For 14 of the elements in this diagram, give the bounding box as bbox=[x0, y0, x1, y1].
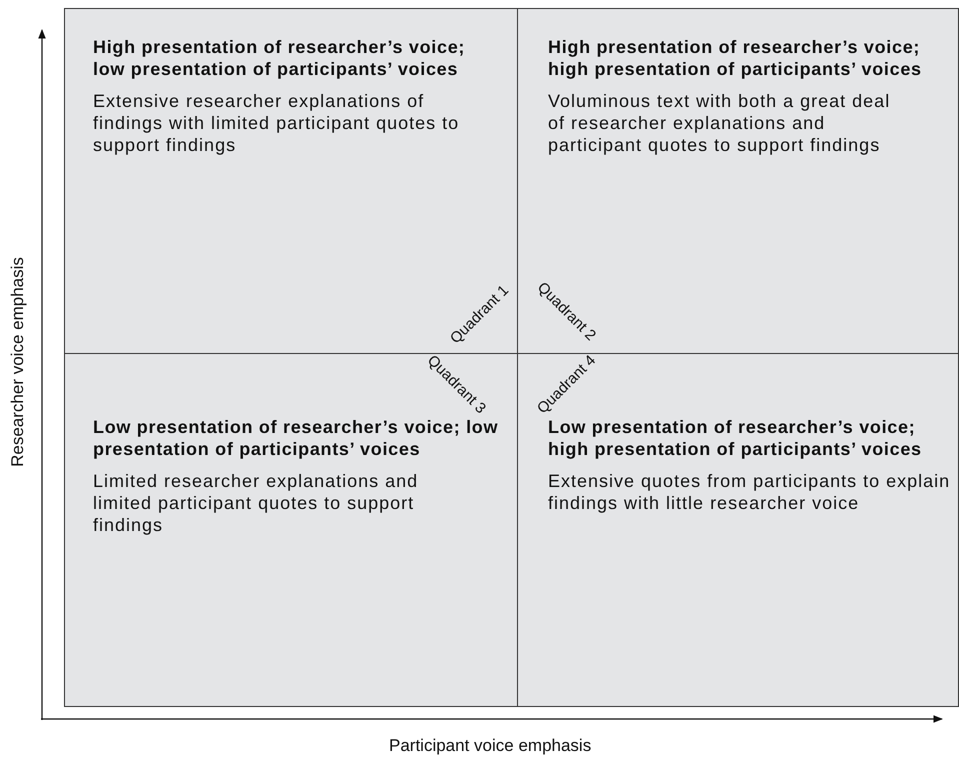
axis-label: Researcher voice emphasis bbox=[8, 257, 28, 467]
quadrant-heading: High presentation of researcher’s voice; low presentation of participants’ voices bbox=[93, 36, 466, 80]
quadrant-description: Limited researcher explanations and limited participant quotes to support findings bbox=[93, 470, 420, 536]
quadrant-description: Voluminous text with both a great deal of researcher explanations and participant quotes to support findings bbox=[548, 90, 892, 156]
axis-label: Participant voice emphasis bbox=[389, 736, 592, 756]
quadrant-panel bbox=[64, 8, 518, 354]
quadrant-description: Extensive quotes from participants to explain findings with little researcher voice bbox=[548, 470, 952, 514]
quadrant-heading: High presentation of researcher’s voice; high presentation of participants’ voices bbox=[548, 36, 923, 80]
quadrant-description: Extensive researcher explanations of findings with limited participant quotes to support findings bbox=[93, 90, 460, 156]
quadrant-panel bbox=[517, 8, 959, 354]
quadrant-heading: Low presentation of researcher’s voice; low presentation of participants’ voices bbox=[93, 416, 500, 460]
quadrant-panel bbox=[64, 353, 518, 707]
quadrant-panel bbox=[517, 353, 959, 707]
quadrant-heading: Low presentation of researcher’s voice; high presentation of participants’ voices bbox=[548, 416, 923, 460]
